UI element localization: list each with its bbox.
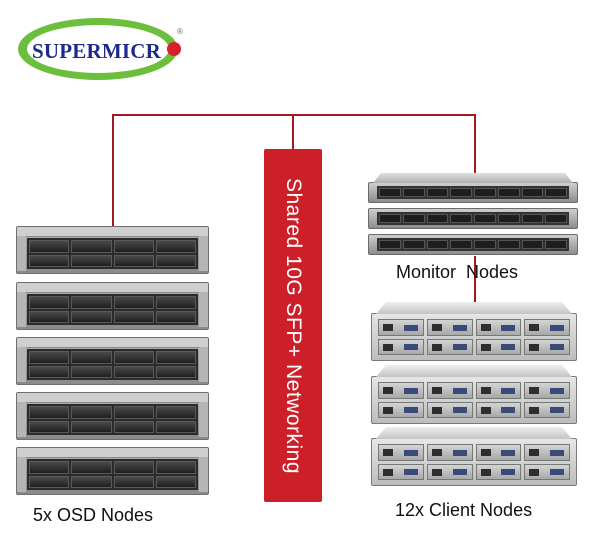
osd-server	[16, 226, 209, 274]
shared-network-bar: Shared 10G SFP+ Networking	[264, 149, 322, 502]
monitor-server	[368, 173, 578, 203]
osd-server	[16, 337, 209, 385]
monitor-server	[368, 208, 578, 229]
client-server	[371, 427, 577, 486]
connector-network	[292, 114, 294, 150]
logo-text: SUPERMICR	[32, 39, 161, 63]
logo-red-dot-icon	[167, 42, 181, 56]
client-caption: 12x Client Nodes	[395, 500, 533, 520]
connector-top	[112, 114, 476, 116]
osd-server	[16, 392, 209, 440]
connector-monitor-client	[474, 256, 476, 302]
client-server	[371, 302, 577, 361]
monitor-caption: Monitor Nodes	[396, 262, 519, 282]
osd-server	[16, 447, 209, 495]
network-label: Shared 10G SFP+ Networking	[282, 177, 305, 474]
logo-registered-mark: ®	[177, 27, 183, 36]
osd-server	[16, 282, 209, 330]
connector-osd	[112, 114, 114, 226]
connector-monitor	[474, 114, 476, 174]
monitor-server	[368, 234, 578, 255]
supermicro-logo: SUPERMICR ®	[18, 18, 183, 84]
osd-caption: 5x OSD Nodes	[33, 505, 154, 525]
client-server	[371, 365, 577, 424]
